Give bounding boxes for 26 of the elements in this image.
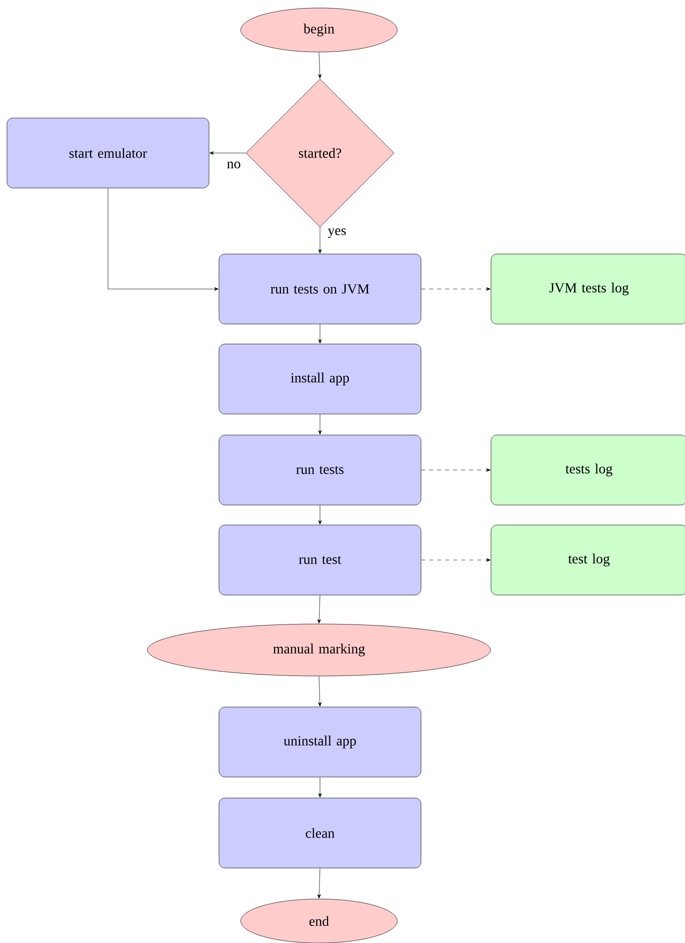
arrow (210, 151, 246, 155)
process-box: uninstall app (218, 706, 422, 778)
arrow (318, 414, 322, 434)
arrow (318, 52, 322, 78)
process-box: run test (218, 524, 422, 596)
process-box: run tests on JVM (218, 254, 422, 324)
process-box: start emulator (6, 118, 210, 188)
arrow (421, 287, 490, 291)
arrow (318, 676, 322, 706)
arrow (318, 227, 322, 254)
log-box: test log (490, 524, 685, 596)
arrow (421, 468, 490, 472)
arrow (317, 595, 321, 624)
edge-label: no (226, 160, 242, 170)
arrow (421, 558, 490, 562)
process-box: install app (218, 344, 422, 414)
arrow (317, 868, 321, 898)
edge-label: yes (326, 227, 348, 239)
log-box: JVM tests log (490, 254, 685, 324)
log-box: tests log (490, 434, 685, 506)
arrow (318, 777, 322, 798)
arrow (318, 324, 322, 344)
process-box: run tests (218, 434, 422, 506)
arrow (318, 505, 322, 524)
arrow (108, 188, 218, 291)
process-box: clean (218, 798, 422, 868)
